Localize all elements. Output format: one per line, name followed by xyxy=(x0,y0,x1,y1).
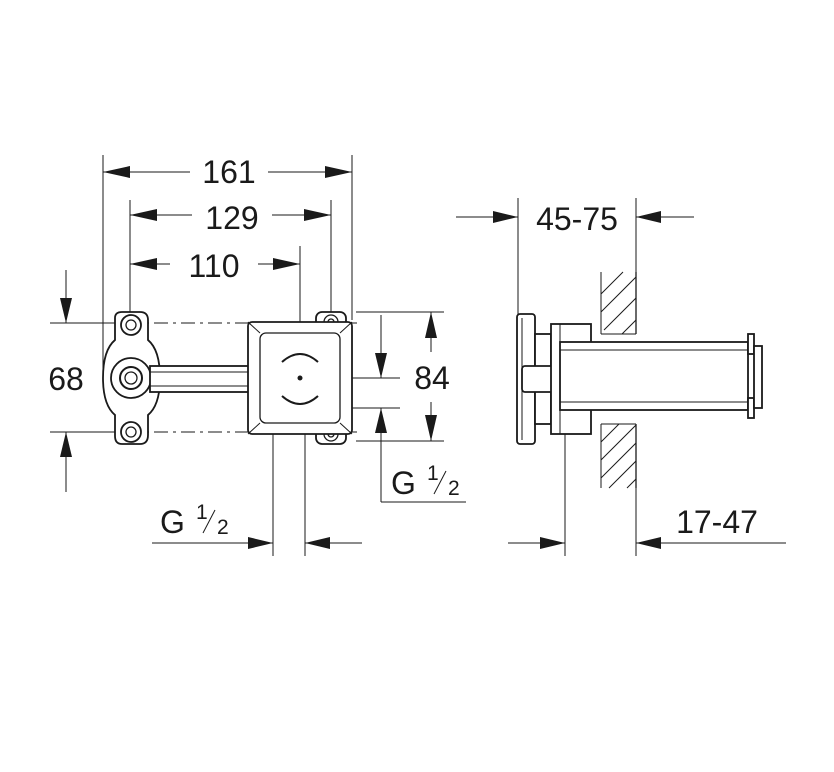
dim-label-45-75: 45-75 xyxy=(536,201,618,237)
dimension-84: 84 xyxy=(356,311,450,442)
dim-label-84: 84 xyxy=(414,360,450,396)
front-view: 161 129 110 68 xyxy=(48,154,466,556)
dimension-110: 110 xyxy=(130,248,300,284)
valve-box xyxy=(247,321,353,435)
thread-label-bottom: G 1 2 xyxy=(152,430,362,556)
dim-label-17-47: 17-47 xyxy=(676,504,758,540)
wall-section xyxy=(600,271,637,489)
valve-side-body xyxy=(516,313,763,445)
connection-pipe xyxy=(149,365,253,393)
dimension-45-75: 45-75 xyxy=(456,198,694,318)
dim-label-110: 110 xyxy=(188,248,239,284)
thread-label-right: G 1 2 xyxy=(391,462,460,501)
thread-right-den: 2 xyxy=(448,477,460,500)
thread-right-letter: G xyxy=(391,465,416,501)
thread-bottom-den: 2 xyxy=(217,516,229,539)
dim-label-161: 161 xyxy=(202,154,255,190)
dimension-17-47: 17-47 xyxy=(508,434,786,556)
dim-label-129: 129 xyxy=(205,200,258,236)
thread-right-num: 1 xyxy=(427,462,439,485)
dimension-161: 161 xyxy=(103,154,352,190)
dimension-129: 129 xyxy=(130,200,331,236)
mounting-bracket xyxy=(102,311,161,445)
thread-bottom-letter: G xyxy=(160,504,185,540)
thread-bottom-num: 1 xyxy=(196,501,208,524)
dim-label-68: 68 xyxy=(48,361,84,397)
side-view: 45-75 xyxy=(456,198,786,556)
